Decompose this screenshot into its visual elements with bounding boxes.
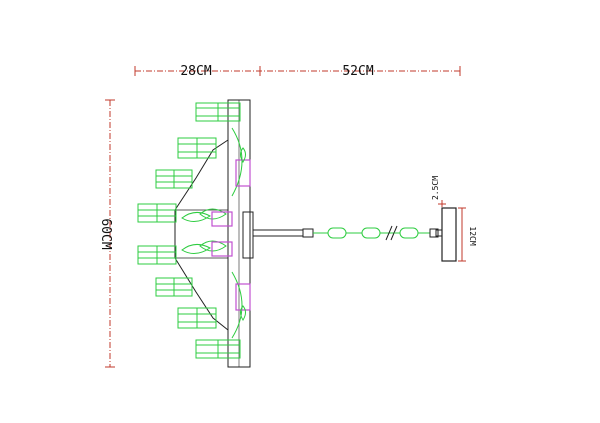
chain: [302, 225, 439, 241]
chain-link-end: [429, 228, 439, 238]
crystal-row-6: [155, 277, 193, 297]
canopy-hook: [435, 229, 443, 237]
height-label: 60CM: [98, 218, 113, 249]
crystal-guide-lower: [231, 271, 243, 339]
canopy-gap-dimension: 2.5CM: [431, 176, 446, 207]
crystal-bottom: [195, 339, 241, 359]
crystal-drop-3: [181, 244, 211, 254]
frame-left-arms: [174, 139, 229, 331]
bulb-flame-bottom: [240, 305, 246, 321]
crystal-center-lower: [181, 240, 227, 254]
crystal-row-2: [177, 137, 217, 159]
crystal-drop-4: [199, 240, 227, 252]
chain-link-3: [399, 227, 419, 239]
crystal-row-3: [155, 169, 193, 189]
canopy-height-label: 12CM: [468, 226, 477, 245]
canopy-plate: [441, 207, 457, 262]
canopy: [435, 207, 457, 262]
canopy-height-dimension: 12CM: [458, 207, 477, 262]
chain-link-start: [302, 228, 314, 238]
bulb-flame-top: [240, 147, 246, 163]
top-dimension: 28CM 52CM: [134, 64, 461, 79]
crystal-center-upper: [181, 208, 227, 222]
bulb-socket-mid-lower: [211, 241, 233, 257]
bulb-socket-top: [235, 159, 251, 187]
bulb-socket-mid-upper: [211, 211, 233, 227]
width-right-label: 52CM: [342, 64, 373, 79]
central-hub: [242, 211, 254, 259]
width-left-label: 28CM: [180, 64, 211, 79]
crystal-row-7: [177, 307, 217, 329]
crystal-row-5: [137, 245, 177, 265]
canopy-gap-label: 2.5CM: [431, 176, 440, 200]
bulb-socket-bottom: [235, 283, 251, 311]
crystal-row-4: [137, 203, 177, 223]
crystals: [137, 102, 243, 359]
left-dimension: 60CM: [98, 99, 115, 368]
chain-link-2: [361, 227, 381, 239]
chain-link-1: [327, 227, 347, 239]
crystal-top: [195, 102, 241, 122]
bulbs: [211, 147, 251, 321]
frame: [174, 99, 304, 368]
crystal-drop-2: [199, 208, 227, 220]
connecting-rod: [252, 229, 304, 237]
crystal-drop-1: [181, 212, 211, 222]
